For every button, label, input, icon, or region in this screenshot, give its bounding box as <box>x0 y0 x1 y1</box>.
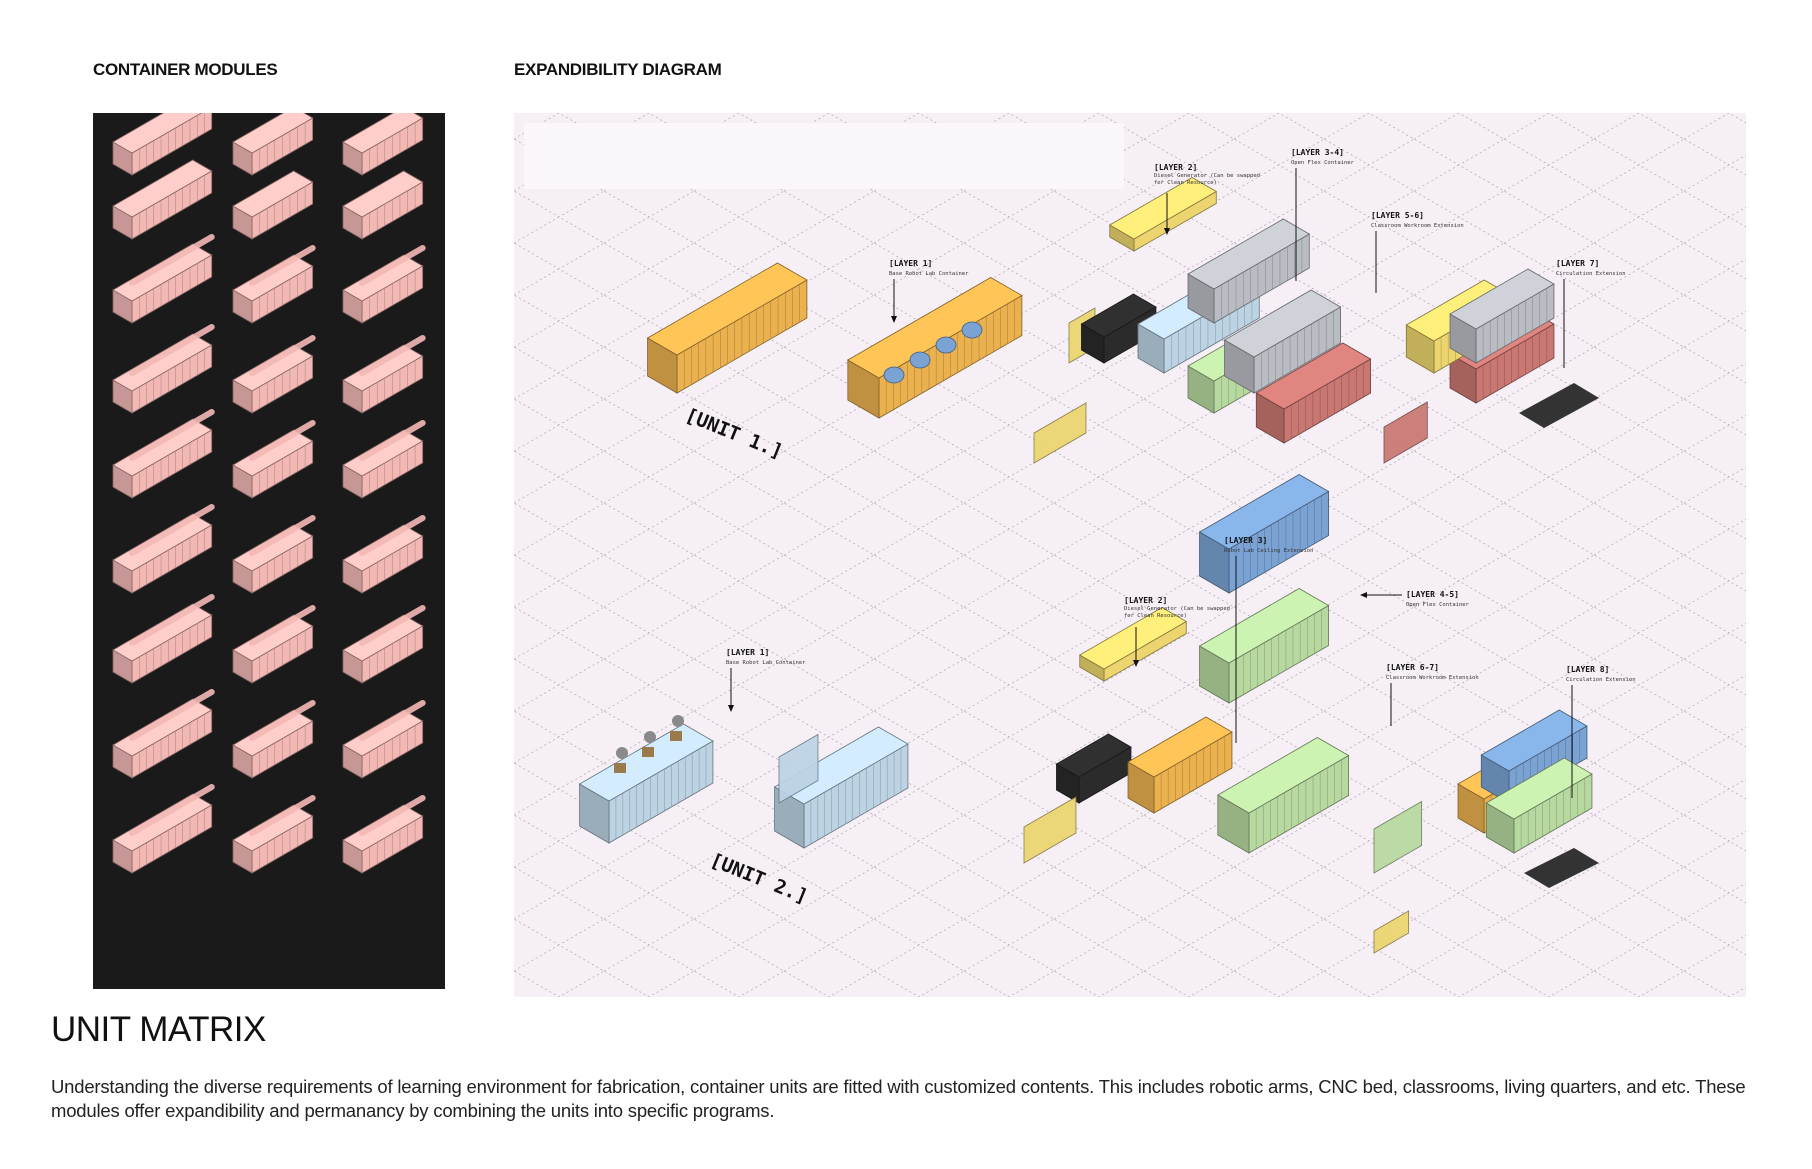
container-module-25 <box>113 787 212 873</box>
unit-2-robot-arm <box>616 747 628 759</box>
container-module-5 <box>233 171 313 239</box>
container-module-6 <box>343 171 423 239</box>
page-title: UNIT MATRIX <box>51 1010 266 1050</box>
expandibility-diagram-heading: EXPANDIBILITY DIAGRAM <box>514 60 721 80</box>
container-module-21 <box>343 608 423 683</box>
unit-1-equipment <box>884 367 904 383</box>
container-module-24 <box>343 703 423 778</box>
svg-text:[LAYER 3]: [LAYER 3] <box>1224 536 1267 545</box>
description-text: Understanding the diverse requirements o… <box>51 1075 1771 1123</box>
svg-text:Base Robot Lab Container: Base Robot Lab Container <box>889 271 969 277</box>
container-module-19 <box>113 597 212 683</box>
svg-text:[LAYER 2]: [LAYER 2] <box>1124 596 1167 605</box>
unit-2-robot-arm-base <box>670 731 682 741</box>
container-module-10 <box>113 327 212 413</box>
container-module-2 <box>233 113 313 175</box>
svg-text:Open Flex Container: Open Flex Container <box>1406 602 1470 608</box>
container-module-11 <box>233 338 313 413</box>
container-modules-grid <box>93 113 445 989</box>
container-modules-heading: CONTAINER MODULES <box>93 60 277 80</box>
container-module-9 <box>343 248 423 323</box>
container-module-8 <box>233 248 313 323</box>
unit-2-robot-arm <box>644 731 656 743</box>
container-module-16 <box>113 507 212 593</box>
container-module-17 <box>233 518 313 593</box>
svg-text:Base Robot Lab Container: Base Robot Lab Container <box>726 660 806 666</box>
container-module-20 <box>233 608 313 683</box>
container-module-27 <box>343 798 423 873</box>
container-module-15 <box>343 423 423 498</box>
expandibility-diagram-panel: [UNIT 1.] [UNIT 2.] [LAYER 1] Base Robot… <box>514 113 1746 997</box>
svg-text:[LAYER 1]: [LAYER 1] <box>889 259 932 268</box>
unit-2-robot-arm <box>672 715 684 727</box>
svg-text:[LAYER 6-7]: [LAYER 6-7] <box>1386 663 1439 672</box>
container-module-18 <box>343 518 423 593</box>
svg-text:Circulation Extension: Circulation Extension <box>1566 677 1636 683</box>
expandibility-diagram: [UNIT 1.] [UNIT 2.] [LAYER 1] Base Robot… <box>514 113 1746 997</box>
unit-2-robot-arm-base <box>614 763 626 773</box>
svg-text:[LAYER 7]: [LAYER 7] <box>1556 259 1599 268</box>
svg-text:[LAYER 4-5]: [LAYER 4-5] <box>1406 590 1459 599</box>
svg-text:[LAYER 3-4]: [LAYER 3-4] <box>1291 148 1344 157</box>
svg-text:[LAYER 1]: [LAYER 1] <box>726 648 769 657</box>
container-modules-panel <box>93 113 445 989</box>
unit-2-robot-arm-base <box>642 747 654 757</box>
container-module-26 <box>233 798 313 873</box>
blank-label-area <box>524 123 1124 189</box>
container-module-14 <box>233 423 313 498</box>
svg-text:[LAYER 8]: [LAYER 8] <box>1566 665 1609 674</box>
container-module-3 <box>343 113 423 175</box>
container-module-13 <box>113 412 212 498</box>
svg-text:Circulation Extension: Circulation Extension <box>1556 271 1626 277</box>
container-module-22 <box>113 692 212 778</box>
container-module-23 <box>233 703 313 778</box>
svg-text:Classroom Workroom Extension: Classroom Workroom Extension <box>1386 675 1479 681</box>
svg-text:[LAYER 5-6]: [LAYER 5-6] <box>1371 211 1424 220</box>
container-module-7 <box>113 237 212 323</box>
svg-text:Open Flex Container: Open Flex Container <box>1291 160 1355 166</box>
svg-text:Robot Lab Ceiling Extension: Robot Lab Ceiling Extension <box>1224 548 1313 554</box>
svg-text:Classroom Workroom Extension: Classroom Workroom Extension <box>1371 223 1464 229</box>
unit-1-equipment <box>910 352 930 368</box>
unit-1-equipment <box>962 322 982 338</box>
svg-text:[LAYER 2]: [LAYER 2] <box>1154 163 1197 172</box>
unit-1-equipment <box>936 337 956 353</box>
container-module-12 <box>343 338 423 413</box>
